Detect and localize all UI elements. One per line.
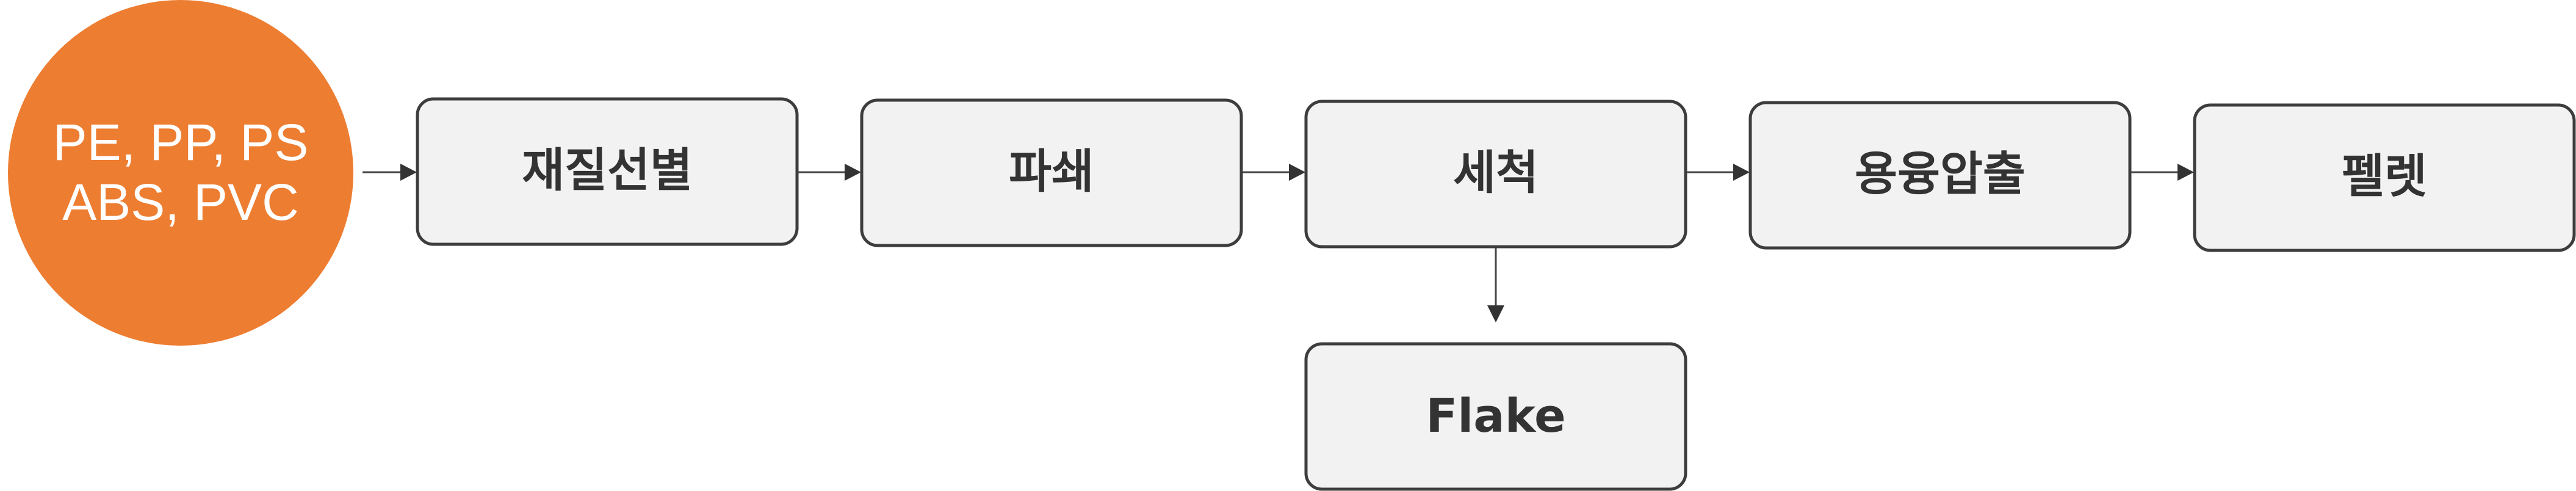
arrow-washing-to-flake	[1487, 248, 1504, 322]
step-crushing-label: 파쇄	[1009, 144, 1094, 198]
step-sorting-label: 재질선별	[522, 143, 693, 197]
step-pellet-box	[2193, 103, 2576, 252]
step-pellet-label: 펠렛	[2342, 149, 2427, 203]
arrow-washing-to-extrusion	[1687, 164, 1750, 181]
step-washing-label: 세척	[1453, 145, 1539, 200]
branch-flake-box	[1304, 342, 1687, 491]
source-label-line2: ABS, PVC	[62, 173, 298, 231]
step-crushing-box	[860, 98, 1243, 247]
arrow-source-to-sorting	[363, 164, 417, 181]
branch-flake-label: Flake	[1426, 388, 1565, 443]
step-washing-box	[1304, 100, 1687, 249]
arrow-crushing-to-washing	[1243, 164, 1305, 181]
step-pellet: 펠렛	[2193, 103, 2576, 252]
step-washing: 세척	[1304, 100, 1687, 249]
step-crushing: 파쇄	[860, 98, 1243, 247]
arrow-sorting-to-crushing	[798, 164, 861, 181]
step-extrusion-label: 용융압출	[1855, 147, 2026, 201]
source-circle	[8, 0, 353, 346]
step-sorting-box	[416, 97, 799, 246]
step-extrusion-box	[1748, 101, 2132, 250]
source-node: PE, PP, PS ABS, PVC	[8, 0, 353, 346]
step-sorting: 재질선별	[416, 97, 799, 246]
branch-flake: Flake	[1304, 342, 1687, 491]
source-label-line1: PE, PP, PS	[53, 114, 309, 171]
step-extrusion: 용융압출	[1748, 101, 2132, 250]
arrow-extrusion-to-pellet	[2131, 164, 2194, 181]
